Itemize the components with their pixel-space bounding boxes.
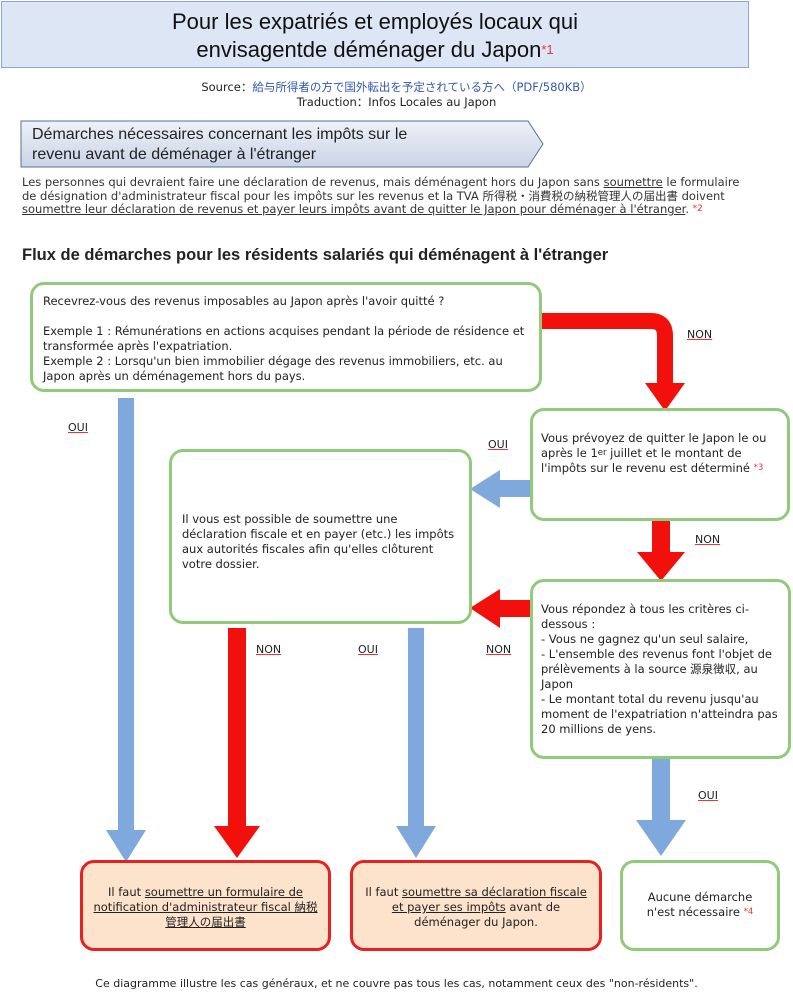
title-line-1: Pour les expatriés et employés locaux qu… (172, 9, 578, 34)
result-3-text: Aucune démarche n'est nécessaire (646, 890, 753, 919)
label-non-q2: NON (695, 533, 721, 546)
criterion-withholding: - L'ensemble des revenus font l'objet de… (541, 647, 772, 691)
title-note: *1 (541, 42, 554, 57)
arrow-mid-to-end2-head (396, 826, 436, 858)
label-oui-mid: OUI (358, 643, 378, 656)
result-file-and-pay-box: Il faut soumettre sa déclaration fiscale… (350, 860, 602, 951)
result-2-prefix: Il faut (365, 885, 402, 899)
example-1-text: Exemple 1 : Rémunérations en actions acq… (43, 324, 525, 353)
criteria-intro: Vous répondez à tous les critères ci-des… (541, 602, 749, 631)
result-2-underlined: soumettre sa déclaration fiscale et paye… (391, 885, 587, 914)
footer-note: Ce diagramme illustre les cas généraux, … (95, 977, 698, 990)
example-2-text: Exemple 2 : Lorsqu'un bien immobilier dé… (43, 354, 503, 383)
arrow-q1-to-end1 (118, 398, 134, 830)
close-tax-file-text: Il vous est possible de soumettre une dé… (182, 512, 455, 571)
label-oui-q1: OUI (68, 421, 88, 434)
question-departure-date-box: Vous prévoyez de quitter le Japon le ou … (530, 408, 790, 521)
result-2-suffix: avant de déménager du Japon. (414, 900, 561, 929)
label-oui-q2: OUI (488, 438, 508, 451)
label-non-q3: NON (486, 643, 512, 656)
arrow-mid-to-end2 (408, 628, 424, 826)
source-prefix: Source： (201, 80, 253, 94)
arrow-mid-to-end1-head (214, 826, 260, 858)
arrow-q3-to-end3-head (636, 820, 686, 856)
result-1-underlined: soumettre un formulaire de notification … (93, 885, 318, 929)
intro-text-2: le formulaire de désignation d'administr… (22, 175, 740, 203)
title-line-2: envisagentde déménager du Japon (196, 37, 542, 62)
label-non-mid: NON (256, 643, 282, 656)
label-oui-q3: OUI (698, 789, 718, 802)
close-tax-file-box: Il vous est possible de soumettre une dé… (169, 449, 472, 624)
superscript-er: er (597, 448, 607, 458)
intro-paragraph: Les personnes qui devraient faire une dé… (22, 175, 742, 217)
arrow-q3-to-end3 (652, 758, 670, 820)
label-non-q1: NON (687, 328, 713, 341)
arrow-q1-to-q2 (541, 313, 673, 383)
section-heading-line-2: revenu avant de déménager à l'étranger (32, 146, 317, 163)
arrow-q2-to-q3-head (637, 552, 685, 581)
arrow-mid-to-end1 (228, 628, 246, 826)
question-departure-date-text-1: Vous prévoyez de quitter le Japon le ou … (541, 431, 767, 460)
intro-text-3: . (685, 202, 693, 216)
criterion-income-limit: - Le montant total du revenu jusqu'au mo… (541, 692, 778, 736)
result-1-prefix: Il faut (108, 885, 145, 899)
arrow-q2-to-mid (500, 480, 532, 497)
question-criteria-box: Vous répondez à tous les critères ci-des… (530, 579, 791, 759)
intro-text-1: Les personnes qui devraient faire une dé… (22, 175, 604, 189)
intro-underline-2: soumettre leur déclaration de revenus et… (22, 202, 686, 216)
question-taxable-income-box: Recevrez-vous des revenus imposables au … (30, 282, 542, 392)
note-3: *3 (753, 463, 764, 473)
arrow-q2-to-q3 (652, 518, 670, 554)
section-banner-shape (20, 120, 544, 168)
source-block: Source：給与所得者の方で国外転出を予定されている方へ（PDF/580KB）… (0, 80, 793, 110)
result-no-action-box: Aucune démarche n'est nécessaire *4 (620, 860, 780, 951)
question-departure-date-text-2: juillet et le montant de l'impôts sur le… (541, 446, 750, 475)
note-4: *4 (743, 907, 754, 917)
intro-underline-1: soumettre (603, 175, 663, 189)
arrow-q1-to-end1-head (106, 830, 146, 862)
arrow-q3-to-mid (500, 600, 532, 617)
section-heading-line-1: Démarches nécessaires concernant les imp… (32, 126, 408, 143)
arrow-q2-to-mid-head (470, 470, 500, 508)
section-heading: Démarches nécessaires concernant les imp… (32, 125, 512, 165)
arrow-q1-to-q2-head (645, 383, 685, 411)
flow-heading: Flux de démarches pour les résidents sal… (22, 246, 609, 264)
translation-credit: Traduction：Infos Locales au Japon (296, 95, 497, 109)
arrow-q3-to-mid-head (470, 589, 500, 628)
intro-note: *2 (692, 204, 703, 214)
question-taxable-income-text: Recevrez-vous des revenus imposables au … (43, 294, 445, 308)
result-tax-administrator-box: Il faut soumettre un formulaire de notif… (80, 860, 331, 951)
page-title: Pour les expatriés et employés locaux qu… (1, 1, 749, 68)
source-link[interactable]: 給与所得者の方で国外転出を予定されている方へ（PDF/580KB） (252, 80, 592, 94)
criterion-single-salary: - Vous ne gagnez qu'un seul salaire, (541, 632, 749, 646)
